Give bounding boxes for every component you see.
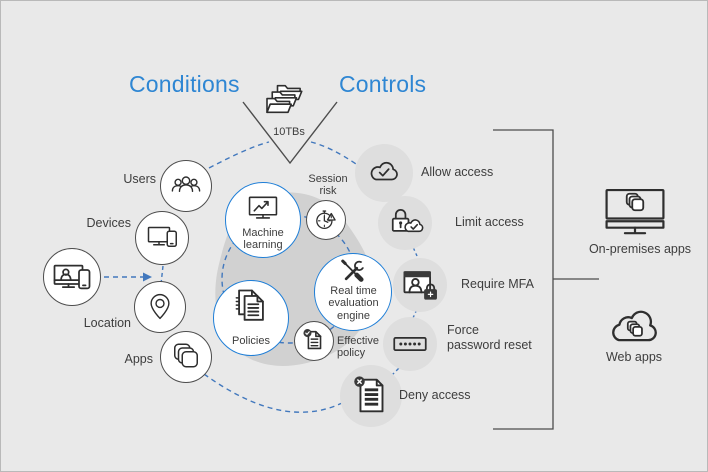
devices-circle: [135, 211, 189, 265]
machine-learning-circle: [225, 182, 301, 258]
effective-policy-label: Effective policy: [337, 335, 379, 360]
session-risk-circle: [306, 200, 346, 240]
monitor-apps-icon: [605, 188, 665, 235]
limit-access-label: Limit access: [455, 215, 524, 229]
lock-cloud-icon: [391, 209, 424, 233]
remote-session-circle: [43, 248, 101, 306]
realtime-engine-label: Real time evaluation engine: [328, 285, 379, 322]
policies-label: Policies: [232, 335, 270, 347]
cloud-apps-icon: [612, 310, 657, 342]
document-check-icon: [303, 329, 322, 350]
window-person-lock-icon: [403, 271, 437, 300]
apps-label: Apps: [124, 352, 154, 366]
funnel-v-lines: [242, 101, 338, 165]
deny-access-label: Deny access: [399, 388, 471, 402]
remote-session-monitor-icon: [53, 264, 91, 290]
cloud-check-icon: [370, 161, 398, 181]
location-label: Location: [83, 316, 131, 330]
controls-title: Controls: [339, 71, 427, 97]
users-label: Users: [123, 172, 156, 186]
allow-access-label: Allow access: [421, 165, 494, 179]
top-dashed-arc-right: [310, 141, 357, 165]
devices-icon: [147, 226, 177, 247]
folders-stack-icon: [266, 84, 303, 114]
on-premises-apps-label: On-premises apps: [588, 242, 692, 256]
password-dots-icon: [393, 337, 427, 351]
documents-icon: [235, 289, 264, 321]
source-arrowhead: [143, 272, 152, 282]
trend-monitor-icon: [248, 196, 278, 219]
bottom-dashed-arc: [203, 373, 343, 413]
session-risk-label: Session risk: [308, 173, 348, 198]
data-volume-label: 10TBs: [273, 126, 305, 138]
devices-label: Devices: [86, 216, 131, 230]
web-apps-label: Web apps: [605, 350, 663, 364]
top-dashed-arc: [208, 141, 270, 169]
location-pin-icon: [150, 293, 170, 320]
stopwatch-warning-icon: [316, 210, 336, 230]
targets-bracket: [493, 129, 599, 430]
document-deny-icon: [354, 376, 384, 413]
users-icon: [171, 176, 201, 193]
machine-learning-label: Machine learning: [242, 227, 284, 252]
realtime-engine-circle: [314, 253, 392, 331]
users-circle: [160, 160, 212, 212]
conditions-title: Conditions: [129, 71, 240, 97]
apps-stack-icon: [174, 343, 198, 368]
allow-access-circle: [355, 144, 413, 202]
require-mfa-label: Require MFA: [461, 277, 534, 291]
crossed-tools-icon: [341, 258, 368, 282]
force-password-reset-label: Force password reset: [447, 323, 532, 352]
